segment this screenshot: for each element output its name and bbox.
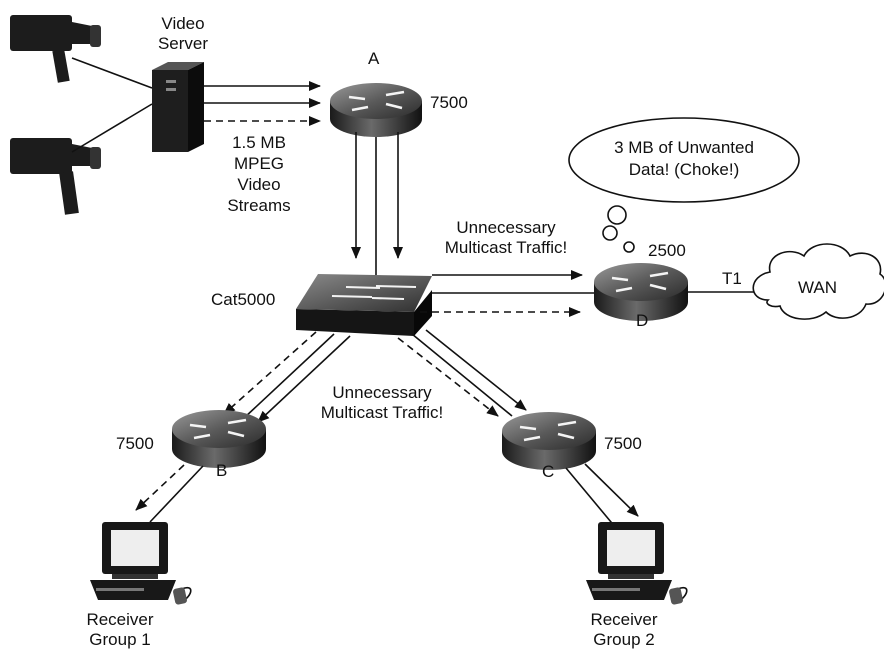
thought-bubble-icon: [568, 117, 800, 253]
router-c-model-label: 7500: [604, 434, 642, 453]
top-unnecessary-traffic-label: Unnecessary Multicast Traffic!: [418, 218, 594, 258]
mid-unnecessary-line-2: Multicast Traffic!: [320, 403, 444, 422]
video-server-label: Video Server: [148, 14, 218, 54]
cloud-icon: [752, 243, 884, 320]
stream-note-line-4: Streams: [227, 196, 291, 215]
receiver-1-line-1: Receiver: [86, 610, 154, 629]
receiver-group-1-label: Receiver Group 1: [70, 610, 170, 650]
thought-line-2: Data! (Choke!): [628, 160, 740, 179]
switch-to-router-b-links: [223, 331, 351, 423]
wan-label: WAN: [798, 278, 838, 297]
router-b-icon: [172, 410, 266, 468]
router-c-name-label: C: [542, 462, 555, 481]
router-a-model-label: 7500: [430, 93, 468, 112]
receiver-2-line-2: Group 2: [593, 630, 655, 649]
video-server-label-line-1: Video: [161, 14, 205, 33]
router-c-icon: [502, 412, 596, 470]
router-d-icon: [594, 263, 688, 321]
router-d-name-label: D: [636, 311, 649, 330]
camera-links: [71, 57, 153, 153]
stream-note-line-3: Video: [237, 175, 281, 194]
thought-bubble-text: 3 MB of Unwanted Data! (Choke!): [574, 137, 794, 181]
workstation-icon: [90, 522, 192, 605]
t1-label: T1: [722, 269, 742, 288]
top-unnecessary-line-2: Multicast Traffic!: [444, 238, 568, 257]
stream-note-label: 1.5 MB MPEG Video Streams: [214, 132, 304, 216]
switch-icon: [296, 274, 432, 336]
router-a-name-label: A: [368, 49, 380, 68]
stream-note-line-1: 1.5 MB: [232, 133, 286, 152]
router-b-name-label: B: [216, 461, 228, 480]
receiver-2-line-1: Receiver: [590, 610, 658, 629]
router-b-model-label: 7500: [116, 434, 154, 453]
switch-to-router-c-links: [397, 329, 527, 417]
receiver-1-line-2: Group 1: [89, 630, 151, 649]
video-server-label-line-2: Server: [157, 34, 209, 53]
server-to-router-a-streams: [204, 81, 321, 126]
top-unnecessary-line-1: Unnecessary: [456, 218, 556, 237]
thought-line-1: 3 MB of Unwanted: [614, 138, 754, 157]
router-a-to-switch-links: [351, 132, 403, 275]
switch-to-router-d-links: [420, 270, 600, 317]
router-c-to-receiver-links: [565, 463, 639, 529]
router-b-to-receiver-links: [135, 464, 204, 523]
video-camera-icon: [10, 138, 101, 215]
mid-unnecessary-traffic-label: Unnecessary Multicast Traffic!: [294, 383, 470, 423]
video-camera-icon: [10, 15, 101, 83]
workstation-icon: [586, 522, 688, 605]
receiver-group-2-label: Receiver Group 2: [574, 610, 674, 650]
mid-unnecessary-line-1: Unnecessary: [332, 383, 432, 402]
server-icon: [152, 62, 204, 152]
stream-note-line-2: MPEG: [233, 154, 285, 173]
router-a-icon: [330, 83, 422, 137]
router-d-model-label: 2500: [648, 241, 686, 260]
switch-name-label: Cat5000: [211, 290, 276, 309]
